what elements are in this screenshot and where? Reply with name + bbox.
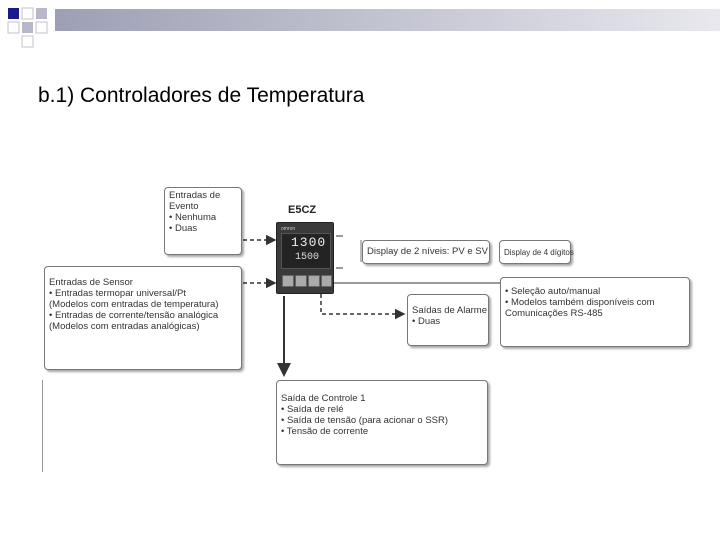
- box-line: (Modelos com entradas analógicas): [49, 321, 200, 332]
- deco-square: [21, 7, 34, 20]
- deco-square: [21, 35, 34, 48]
- box-line: Entradas de: [169, 190, 221, 201]
- deco-square: [36, 8, 47, 19]
- device-display: [281, 233, 331, 269]
- sensor-inputs-box: Entradas de Sensor • Entradas termopar u…: [44, 266, 242, 370]
- device-sv-value: 1500: [295, 252, 320, 263]
- deco-square: [8, 8, 19, 19]
- device-key: [295, 275, 307, 287]
- box-line: • Nenhuma: [169, 212, 217, 223]
- deco-square: [35, 21, 48, 34]
- box-line: Saída de Controle 1: [281, 393, 366, 404]
- device-key: [308, 275, 320, 287]
- box-line: • Saída de tensão (para acionar o SSR): [281, 415, 449, 426]
- box-line: Saídas de Alarme: [412, 305, 487, 316]
- box-line: • Entradas de corrente/tensão analógica: [49, 310, 219, 321]
- slide-title: b.1) Controladores de Temperatura: [38, 84, 365, 107]
- deco-square: [22, 22, 33, 33]
- control-output-box: Saída de Controle 1 • Saída de relé • Sa…: [276, 380, 488, 465]
- deco-bar: [55, 9, 720, 31]
- box-line: (Modelos com entradas de temperatura): [49, 299, 219, 310]
- box-line: • Entradas termopar universal/Pt: [49, 288, 186, 299]
- box-line: Display de 2 níveis: PV e SV: [367, 246, 488, 257]
- box-line: • Duas: [412, 316, 441, 327]
- model-label: E5CZ: [288, 204, 317, 216]
- device-brand: omron: [281, 226, 296, 232]
- box-line: Evento: [169, 201, 199, 212]
- event-inputs-box: Entradas de Evento • Nenhuma • Duas: [164, 187, 242, 255]
- box-line: • Saída de relé: [281, 404, 344, 415]
- device-key: [282, 275, 294, 287]
- device-pv-value: 1300: [291, 235, 327, 250]
- features-box: • Seleção auto/manual • Modelos também d…: [500, 277, 690, 347]
- header-decoration: [7, 7, 720, 48]
- device-key: [321, 275, 332, 287]
- box-line: • Duas: [169, 223, 198, 234]
- box-line: • Modelos também disponíveis com: [505, 297, 655, 308]
- display-levels-box: Display de 2 níveis: PV e SV: [362, 240, 490, 264]
- box-line: • Tensão de corrente: [281, 426, 369, 437]
- box-line: Entradas de Sensor: [49, 277, 133, 288]
- box-line: • Seleção auto/manual: [505, 286, 601, 297]
- left-edge-line: [42, 380, 43, 472]
- box-line: Comunicações RS-485: [505, 308, 603, 319]
- deco-square: [7, 21, 20, 34]
- alarm-outputs-box: Saídas de Alarme • Duas: [407, 294, 489, 346]
- alarm-arrow: [320, 294, 406, 320]
- display-digits-box: Display de 4 dígitos: [499, 240, 574, 264]
- box-line: Display de 4 dígitos: [504, 248, 574, 257]
- controller-device: omron 1300 1500: [276, 222, 334, 294]
